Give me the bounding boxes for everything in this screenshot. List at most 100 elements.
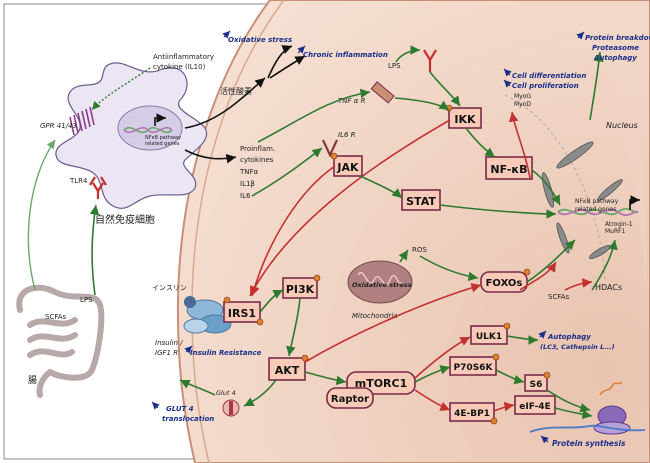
stat-box: STAT [401,189,441,211]
stat-to-dna [439,204,557,219]
differentiation-down-icon [503,68,512,77]
gut-label: 腸 [28,375,37,386]
tlr4-label: TLR4 [69,177,88,185]
protein-synthesis-down-icon [540,435,549,444]
autophagy-outcome: Autophagy [547,333,591,341]
scfas-to-hdacs [564,278,593,291]
ikk-label: IKK [454,113,476,126]
immune-dna-strand [123,126,173,134]
raptor-label: Raptor [331,394,369,405]
breakdown-up-icon [576,31,585,40]
irs1-box: IRS1 [223,301,261,323]
hdacs-label: HDACs [595,283,622,292]
mito-oxidative-label: Oxidative stress [352,281,412,289]
hdacs-to-nucleus [591,239,618,291]
insulin-label: インスリン [152,284,187,292]
irs1-to-pi3k [259,289,284,313]
4ebp1-inhibits-eif4e [493,401,515,412]
il10-arrow [91,67,151,111]
lps-receptor-label: LPS [388,62,401,70]
antiinflammatory-line2: cytokine (IL10) [153,63,206,71]
il6r-label: IL6 R [338,131,356,139]
jak-to-stat [359,175,403,199]
chronic-up-icon [297,45,306,54]
ros-arrow [184,77,266,129]
p70s6k-box: P70S6K [449,356,497,376]
akt-to-mtorc1 [304,371,347,386]
glut4-translocation-line2: translocation [162,415,214,423]
mrna-strand [529,424,646,433]
ulk1-to-autophagy [506,335,539,345]
gut-lps-label: LPS [80,296,93,304]
glut4-label: Glut 4 [216,389,236,397]
ros-label: ROS [412,246,427,254]
glut4-translocation-line1: GLUT 4 [166,405,194,413]
proinflam-line5: IL6 [240,192,251,200]
muscle-cell [176,0,650,463]
ikk-inhibits-irs1 [249,119,451,297]
chronic-inflammation-arrow [269,55,306,79]
mtorc1-label: mTORC1 [355,377,408,390]
mito-to-ros-arrow [398,249,409,263]
oxidative-stress-outcome: Oxidative stress [228,36,292,44]
glut4-to-membrane-arrow [179,379,216,396]
eif4e-to-ribosome [554,407,593,420]
irs1-label: IRS1 [228,307,256,320]
lps-receptor [423,49,437,72]
immune-nfkb-line1: NFκB pathway [145,135,181,141]
mitochondria-label: Mitochondria [352,312,398,320]
nucleus-genes-line1: NFκB pathway [575,198,619,205]
phosphorylation-dots [223,104,551,425]
tnfa-to-tnfr-arrow [257,88,371,143]
proliferation-down-icon [503,79,512,88]
ikk-box: IKK [448,107,482,129]
s6-box: S6 [524,374,548,392]
p70s6k-to-s6 [495,369,525,385]
4ebp1-box: 4E-BP1 [449,402,495,422]
tnfr-to-ikk [394,97,450,111]
jak-label: JAK [336,161,359,174]
protein-breakdown-line3: Autophagy [593,54,637,62]
murf1-label: MuRF1 [605,228,626,235]
insulin-r-line2: IGF1 R [155,349,178,357]
ikk-to-nfkb [465,127,496,158]
nucleus-genes-line2: related genes [575,206,616,213]
nfkb-to-dna [531,169,561,206]
ros-to-foxos-arrow [419,255,479,282]
chronic-inflammation-outcome: Chronic inflammation [303,51,388,59]
p70s6k-label: P70S6K [454,363,494,373]
scfas-label: SCFAs [548,293,570,301]
protein-breakdown-line2: Proteasome [592,44,639,52]
stat-label: STAT [406,195,436,208]
gut-scfas-label: SCFAs [45,313,67,321]
pi3k-box: PI3K [282,277,318,299]
il6-to-il6r-arrow [251,147,323,197]
s6-to-ribosome [546,389,591,413]
myog-label: MyoG [514,93,531,100]
tnfr-receptor [370,81,395,104]
glut4-icon [222,399,240,417]
nucleus-region [540,40,646,300]
protein-synthesis-outcome: Protein synthesis [552,439,626,448]
scfas-to-gpr-arrow [27,139,56,291]
gut-icon [16,284,105,398]
jak-box: JAK [333,155,363,177]
lps-receptor-to-ikk [429,71,461,107]
oxidative-stress-arrow [267,45,293,79]
immune-transcription-arrow [154,113,166,126]
gpr-receptor [69,106,95,136]
insulin-r-line1: Insulin / [155,339,183,347]
jak-inhibits-irs1 [250,165,336,297]
tlr4-receptor [89,176,107,199]
eif4e-box: eIF-4E [514,395,556,415]
proinflam-line4: IL1β [240,180,255,188]
proinflam-arrow [184,149,237,164]
insulin-receptor [183,296,232,334]
atrogin-label: Atrogin-1 [605,221,633,228]
insulin-resistance-outcome: Insulin Resistance [190,349,262,357]
mtorc1-inhibits-ulk1 [414,336,471,379]
eif4e-label: eIF-4E [519,402,550,412]
protein-breakdown-line1: Protein breakdown [585,34,650,42]
